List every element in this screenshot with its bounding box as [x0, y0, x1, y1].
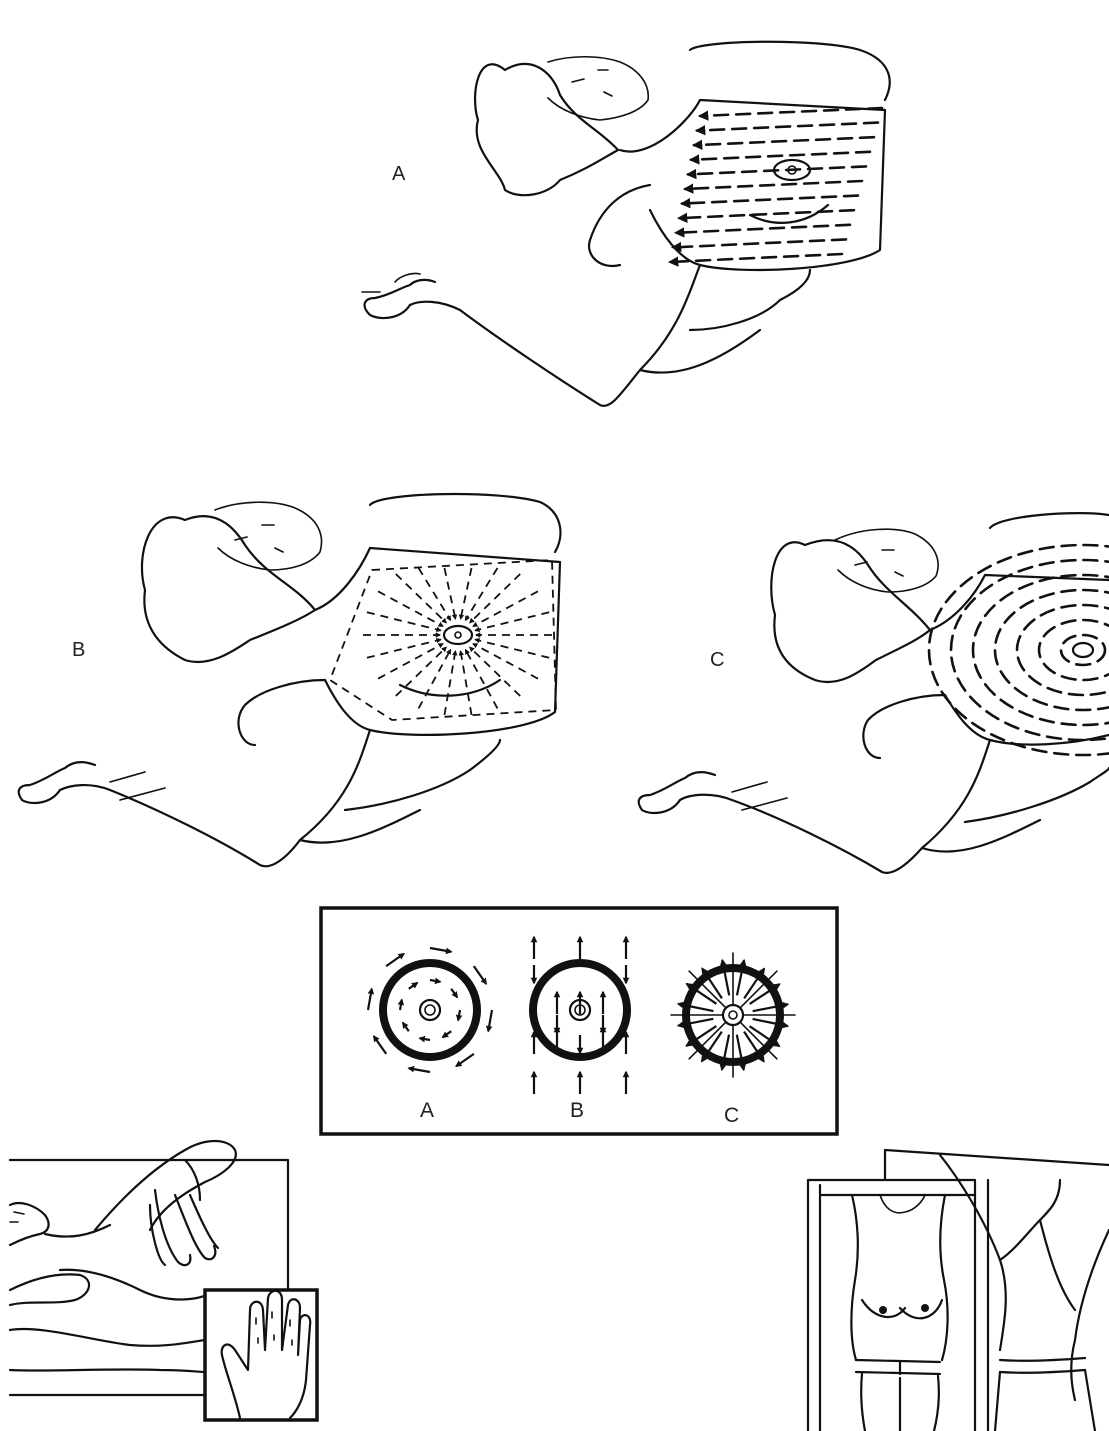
radial-spoke [378, 591, 443, 626]
panel-b: B [19, 494, 561, 866]
radial-spoke [473, 591, 538, 626]
panel-a: A [362, 42, 890, 406]
strip-line [670, 254, 842, 262]
inset-c-label: C [724, 1104, 739, 1127]
radial-spoke [475, 612, 549, 630]
radial-spoke [378, 644, 443, 679]
panel-b-arm [60, 730, 370, 866]
radial-spoke [465, 650, 497, 709]
strip-line [688, 166, 866, 174]
radial-spoke [367, 640, 441, 658]
panel-b-torso [315, 548, 560, 735]
pattern-inset: A B C [321, 908, 837, 1134]
bottom-right-mirror-illustration [808, 1150, 1109, 1431]
strip-line [694, 137, 874, 145]
panel-b-face [215, 502, 322, 570]
panel-b-pillow [370, 494, 560, 552]
mirror-reflection-figure [851, 1195, 947, 1360]
concentric-ring [1017, 605, 1109, 695]
concentric-ring [951, 560, 1109, 740]
panel-b-label: B [72, 639, 85, 661]
panel-c-nipple [1073, 643, 1093, 657]
strip-line [700, 108, 882, 116]
strip-line [682, 196, 858, 204]
panel-a-strip-pattern [670, 108, 882, 262]
strip-line [679, 210, 854, 218]
bottom-left-face [10, 1203, 49, 1245]
radial-spoke [461, 568, 472, 619]
bottom-left-raised-arm [95, 1141, 236, 1230]
radial-spoke [461, 651, 472, 715]
bottom-left-pillow [10, 1329, 205, 1372]
panel-b-hand [19, 762, 95, 803]
radial-spoke [444, 568, 455, 619]
strip-line [673, 239, 846, 247]
inset-b-label: B [570, 1099, 584, 1122]
panel-c-arm [680, 740, 990, 873]
panel-c-hair [771, 540, 930, 682]
panel-c-pillow [990, 513, 1109, 528]
panel-c-concentric-pattern [929, 540, 1109, 760]
strip-line [697, 123, 878, 131]
panel-b-nipple [444, 626, 472, 644]
radial-spoke [419, 650, 451, 709]
radial-spoke [473, 644, 538, 679]
panel-c: C [639, 513, 1109, 873]
radial-spoke [367, 612, 441, 630]
panel-a-arm [410, 265, 700, 406]
bottom-left-examining-hand [150, 1190, 218, 1265]
mirror-frame [808, 1180, 988, 1431]
panel-a-hair [475, 64, 618, 195]
panel-a-face [548, 57, 648, 120]
standing-figure [940, 1155, 1109, 1400]
panel-a-label: A [392, 163, 406, 185]
bottom-left-exam-illustration [10, 1141, 317, 1420]
strip-line [691, 152, 870, 160]
concentric-ring [1061, 635, 1105, 665]
strip-line [676, 225, 850, 233]
panel-c-hand [639, 772, 715, 813]
inset-a-label: A [420, 1099, 434, 1122]
panel-b-hair [142, 516, 315, 662]
panel-a-pillow [690, 42, 890, 100]
radial-spoke [475, 640, 549, 658]
strip-line [685, 181, 862, 189]
radial-spoke [444, 651, 455, 715]
panel-a-hand [365, 280, 435, 318]
panel-c-face [835, 529, 938, 592]
panel-c-label: C [710, 649, 724, 671]
